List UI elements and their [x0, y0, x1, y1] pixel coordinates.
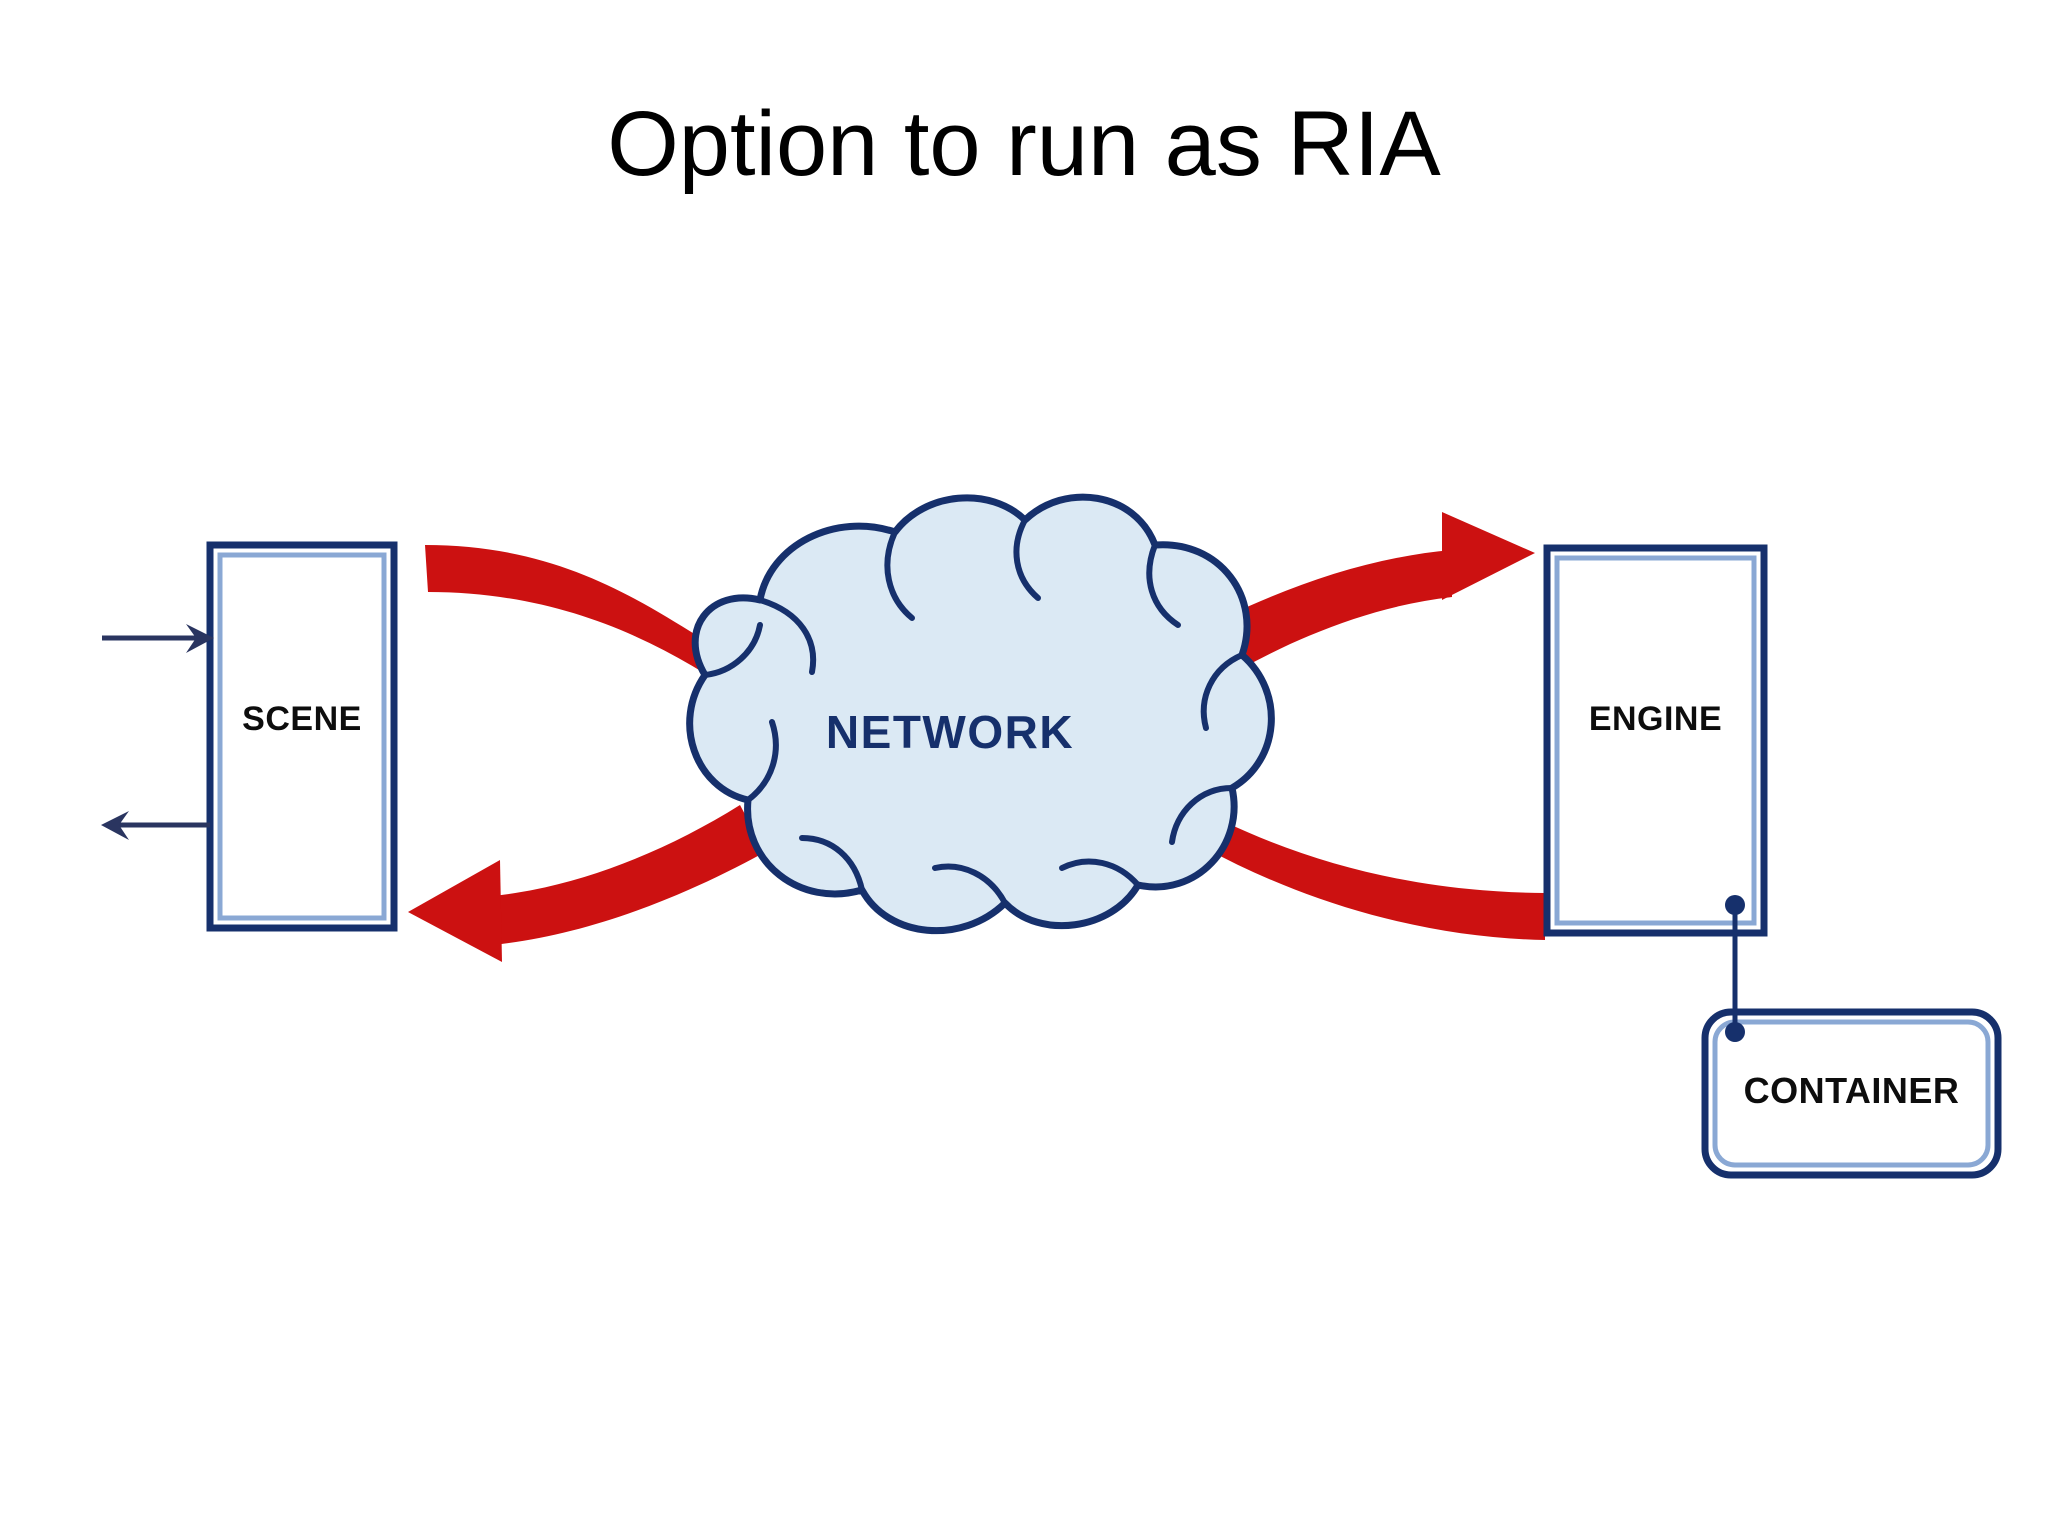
node-label-scene: SCENE [242, 700, 362, 738]
arrow-scene-to-engine [425, 512, 1535, 700]
connector-engine-container [1725, 895, 1745, 1042]
node-scene[interactable] [206, 541, 398, 932]
node-label-network: NETWORK [825, 706, 1075, 758]
node-label-container: CONTAINER [1743, 1070, 1960, 1111]
arrow-scene-output [101, 811, 210, 840]
network-cloud [686, 493, 1275, 935]
page-title: Option to run as RIA [607, 93, 1441, 195]
node-container[interactable] [1701, 1008, 2002, 1179]
arrow-scene-input [102, 624, 214, 653]
arrow-engine-to-scene [408, 800, 1545, 962]
node-label-engine: ENGINE [1588, 700, 1723, 738]
node-engine[interactable] [1543, 544, 1768, 937]
